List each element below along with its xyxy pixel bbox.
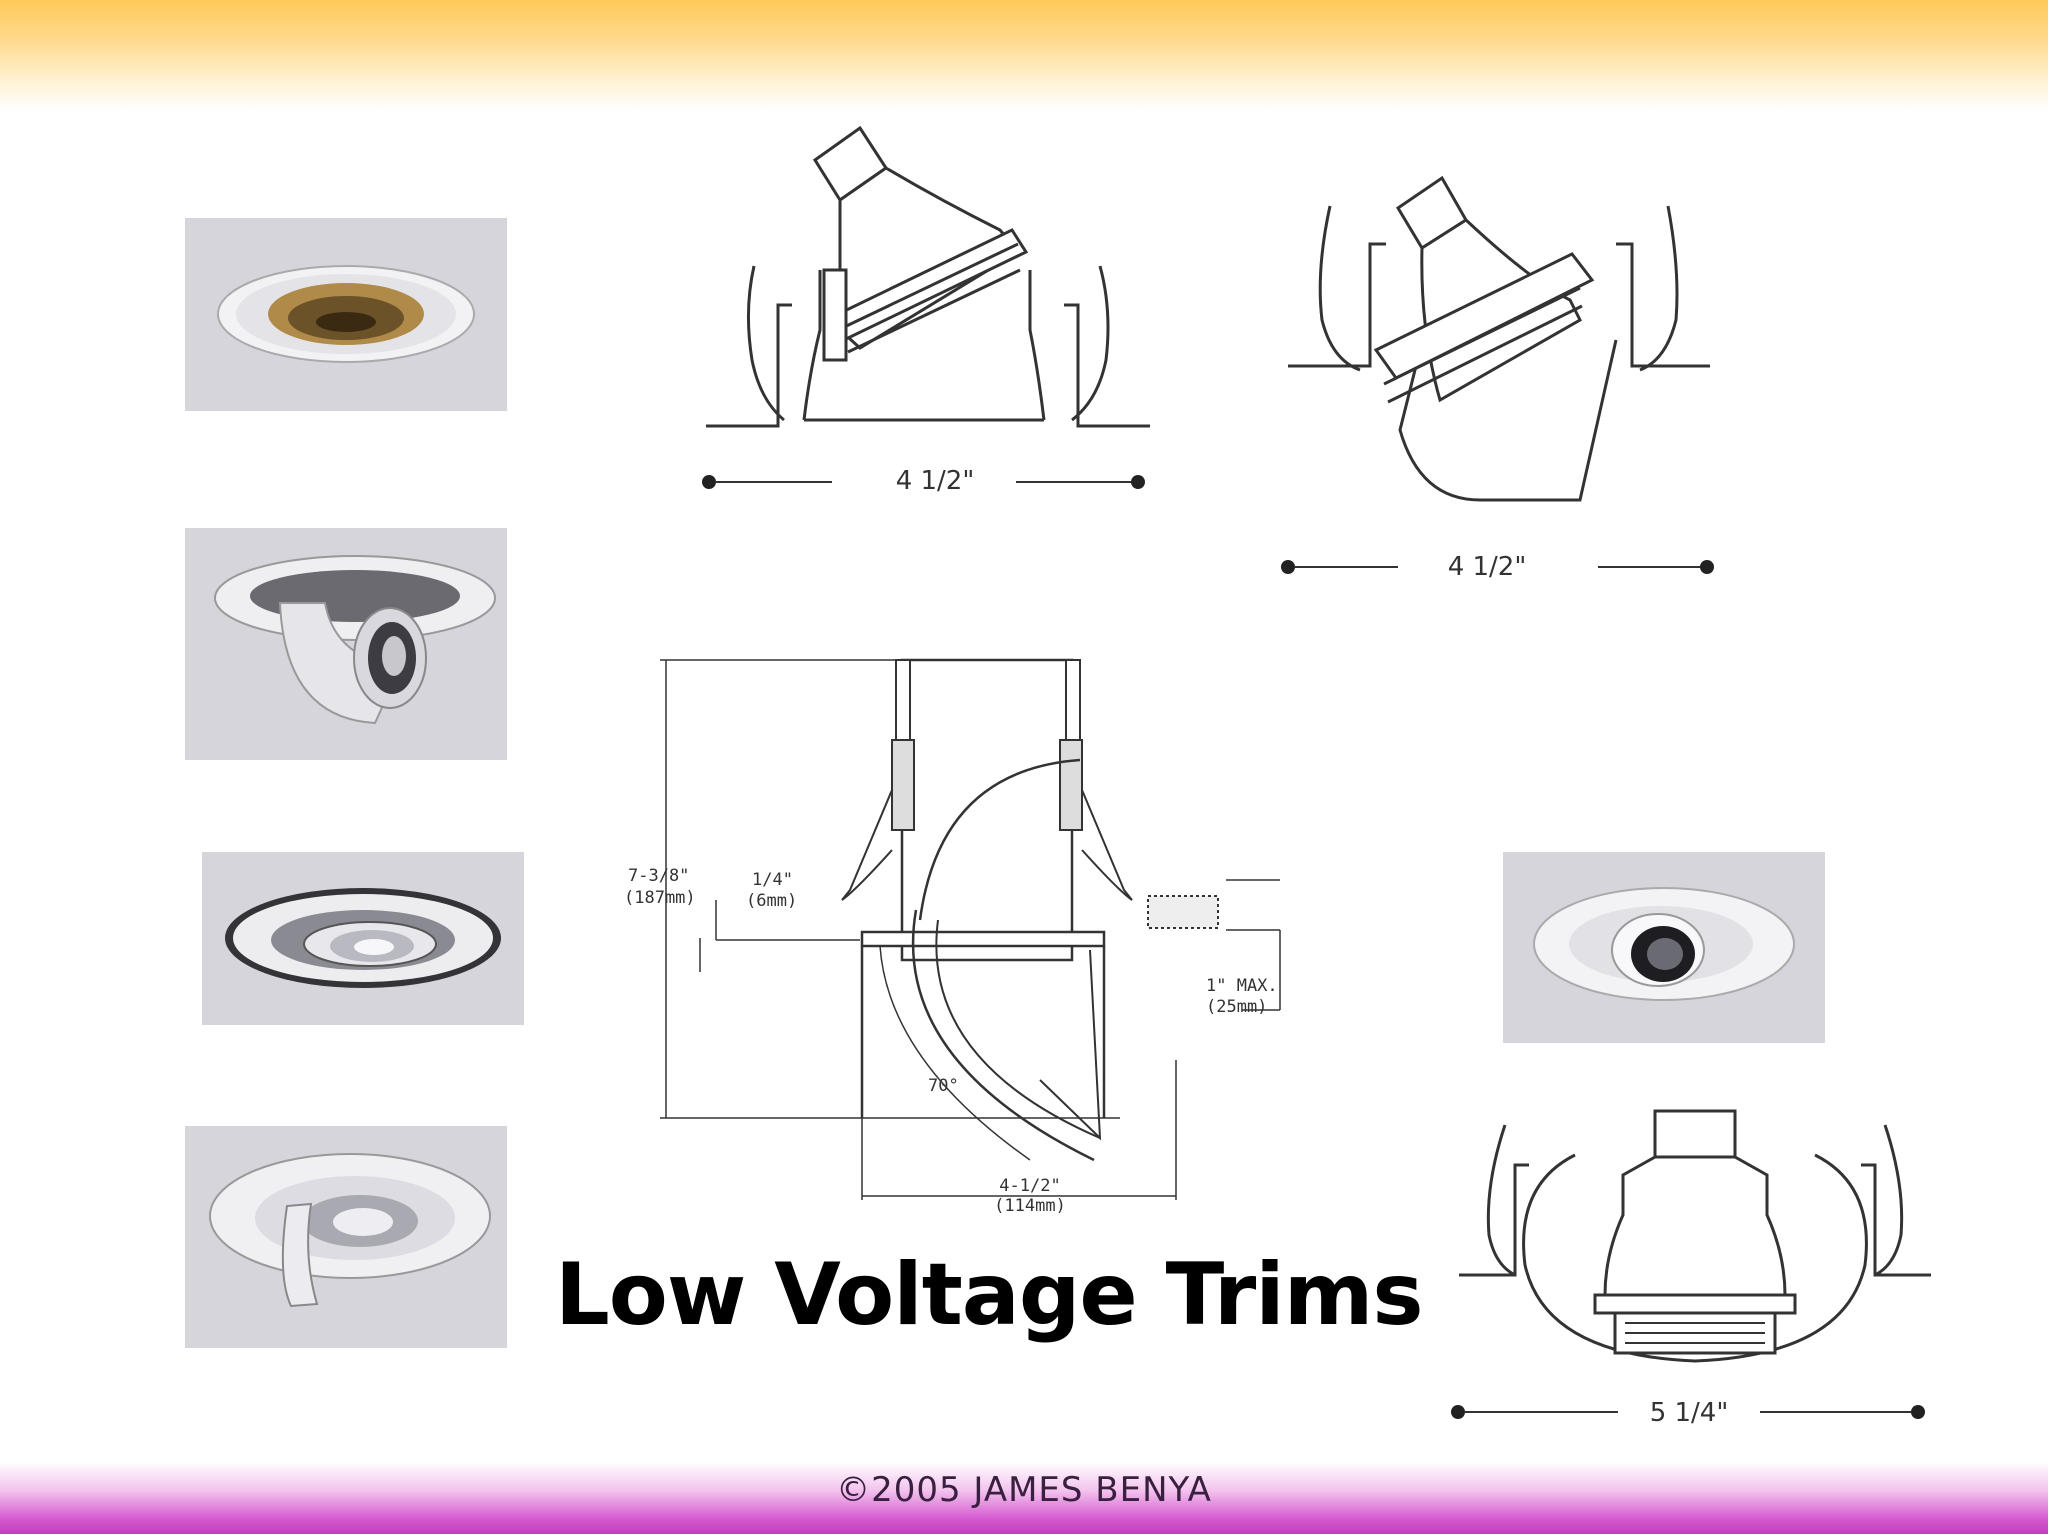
slide-title: Low Voltage Trims: [555, 1245, 1424, 1345]
dimension-label-top-right: 4 1/2": [1447, 552, 1527, 582]
center-width-mm-label: (114mm): [994, 1196, 1066, 1216]
drawing-top-right-fixture: [1280, 170, 1720, 510]
photo-gimbal-ring-trim: [202, 852, 524, 1025]
center-angle-label: 70°: [928, 1076, 959, 1096]
dimension-label-bottom-right: 5 1/4": [1649, 1398, 1729, 1428]
drawing-top-left-fixture: [700, 120, 1160, 500]
dimension-line-bottom-right: [1451, 1405, 1925, 1419]
dimension-line-top-right: [1281, 560, 1714, 574]
center-offset-mm-label: (6mm): [746, 891, 798, 911]
center-offset-label: 1/4": [752, 870, 793, 890]
dimension-line-top-left: [702, 475, 1145, 489]
center-height-label: 7-3/8": [628, 866, 690, 886]
bottom-gradient-band: [0, 1462, 2048, 1534]
center-width-label: 4-1/2": [999, 1176, 1061, 1196]
copyright-footer: ©2005 JAMES BENYA: [836, 1470, 1212, 1510]
top-gradient-band: [0, 0, 2048, 110]
photo-wall-wash-trim: [185, 1126, 507, 1348]
drawing-center-section: [620, 640, 1320, 1220]
photo-eyeball-adjustable-trim: [185, 528, 507, 760]
dimension-label-top-left: 4 1/2": [895, 466, 975, 496]
center-height-mm-label: (187mm): [624, 888, 696, 908]
photo-cone-reflector-trim: [185, 218, 507, 411]
drawing-bottom-right-fixture: [1455, 1105, 1935, 1365]
center-ceiling-label: 1" MAX.: [1206, 976, 1278, 996]
photo-regressed-eyeball-trim: [1503, 852, 1825, 1043]
center-ceiling-mm-label: (25mm): [1206, 997, 1268, 1017]
